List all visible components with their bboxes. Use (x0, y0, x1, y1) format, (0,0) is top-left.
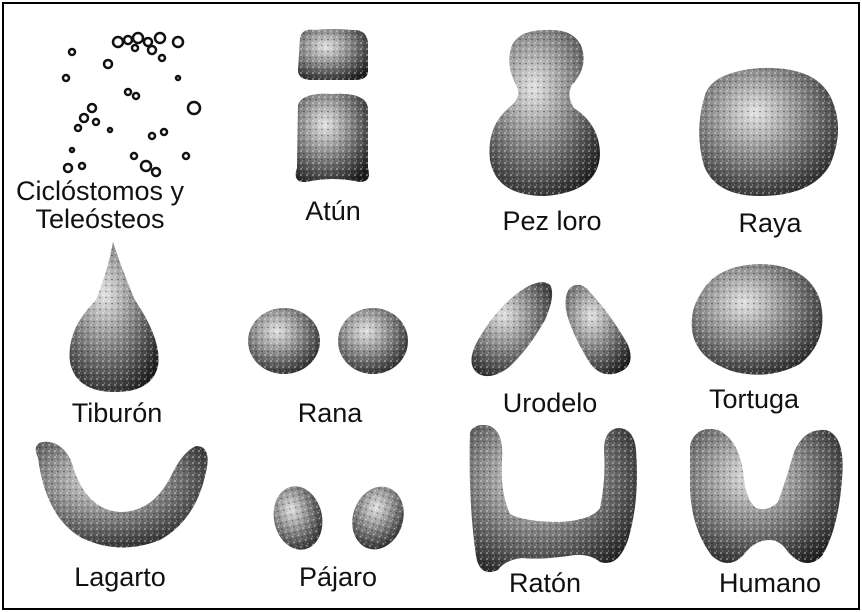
panel-label-ciclostomos: Ciclóstomos y (16, 176, 185, 206)
panel-label-tortuga: Tortuga (709, 384, 800, 414)
panel-label-humano: Humano (719, 568, 821, 598)
panel-label-pajaro: Pájaro (299, 562, 377, 592)
ray-thyroid-illustration (699, 68, 838, 196)
panel-label-rana: Rana (298, 398, 364, 428)
tuna-thyroid-illustration (296, 29, 369, 182)
panel-label-pez-loro: Pez loro (502, 206, 601, 236)
panel-label-urodelo: Urodelo (503, 388, 598, 418)
panel-label-raton: Ratón (509, 568, 581, 598)
panel-label-lagarto: Lagarto (74, 562, 166, 592)
panel-label-atun: Atún (305, 196, 361, 226)
panel-label-raya: Raya (738, 208, 802, 238)
turtle-thyroid-illustration (692, 264, 823, 375)
panel-label-tiburon: Tiburón (72, 398, 163, 428)
panel-label-teleosteos: Teleósteos (35, 204, 164, 234)
